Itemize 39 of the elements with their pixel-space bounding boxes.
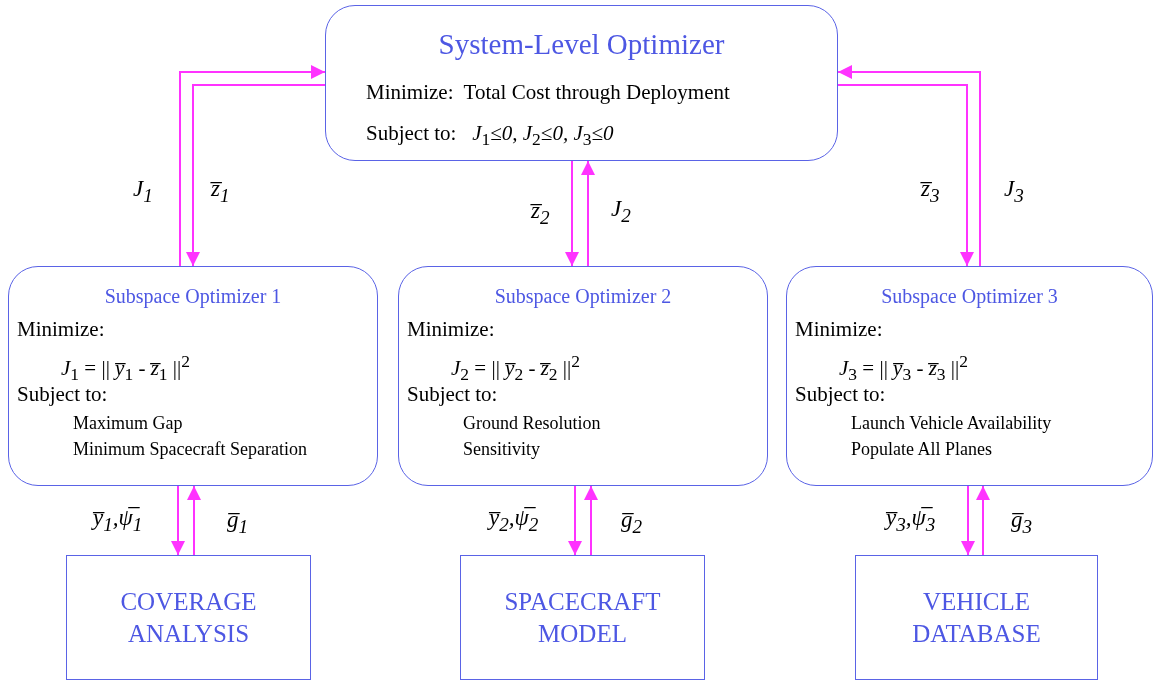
optimizer-title: Subspace Optimizer 3 [880, 285, 1059, 308]
constraints-label: Subject to: [17, 382, 108, 407]
objective-formula: J$_{1}$ = || y̅$_{1}$ - z̅$_{1}$ ||$^{2}$ [61, 351, 191, 385]
arrow [584, 485, 598, 556]
optimizer-box [8, 266, 378, 486]
arrow [976, 485, 990, 556]
objective-formula: J$_{3}$ = || y̅$_{3}$ - z̅$_{3}$ ||$^{2}$ [839, 351, 969, 385]
arrow [187, 485, 201, 556]
module-name: SPACECRAFT MODEL [503, 586, 662, 649]
optimizer-box [786, 266, 1153, 486]
minimize-label: Minimize: [795, 317, 883, 342]
optimizer-title: System-Level Optimizer [437, 28, 726, 62]
analysis-box [66, 555, 311, 680]
constraint-text: Launch Vehicle Availability [851, 413, 1052, 434]
minimize-label: Minimize: [407, 317, 495, 342]
arrow [171, 485, 185, 556]
constraint-text: Maximum Gap [73, 413, 183, 434]
constraint-text: Ground Resolution [463, 413, 601, 434]
constraint-text: Minimum Spacecraft Separation [73, 439, 307, 460]
analysis-box [855, 555, 1098, 680]
optimizer-box [325, 5, 838, 161]
arrow [568, 485, 582, 556]
objective-formula: J$_{2}$ = || y̅$_{2}$ - z̅$_{2}$ ||$^{2}$ [451, 351, 581, 385]
constraints-label: Subject to: [795, 382, 886, 407]
optimizer-title: Subspace Optimizer 1 [103, 285, 283, 308]
constraints-label: Subject to: [407, 382, 498, 407]
constraint-text: Sensitivity [463, 439, 540, 460]
constraints-text: Subject to: J$_{1}$≤0, J$_{2}$≤0, J$_{3}$≤0 [366, 121, 614, 150]
objective-text: Minimize: Total Cost through Deployment [366, 80, 730, 105]
module-name: VEHICLE DATABASE [911, 586, 1042, 649]
module-name: COVERAGE ANALYSIS [119, 586, 258, 649]
arrow [581, 160, 595, 267]
arrow [961, 485, 975, 556]
minimize-label: Minimize: [17, 317, 105, 342]
optimizer-box [398, 266, 768, 486]
analysis-box [460, 555, 705, 680]
constraint-text: Populate All Planes [851, 439, 992, 460]
arrow [565, 160, 579, 267]
optimizer-title: Subspace Optimizer 2 [493, 285, 673, 308]
